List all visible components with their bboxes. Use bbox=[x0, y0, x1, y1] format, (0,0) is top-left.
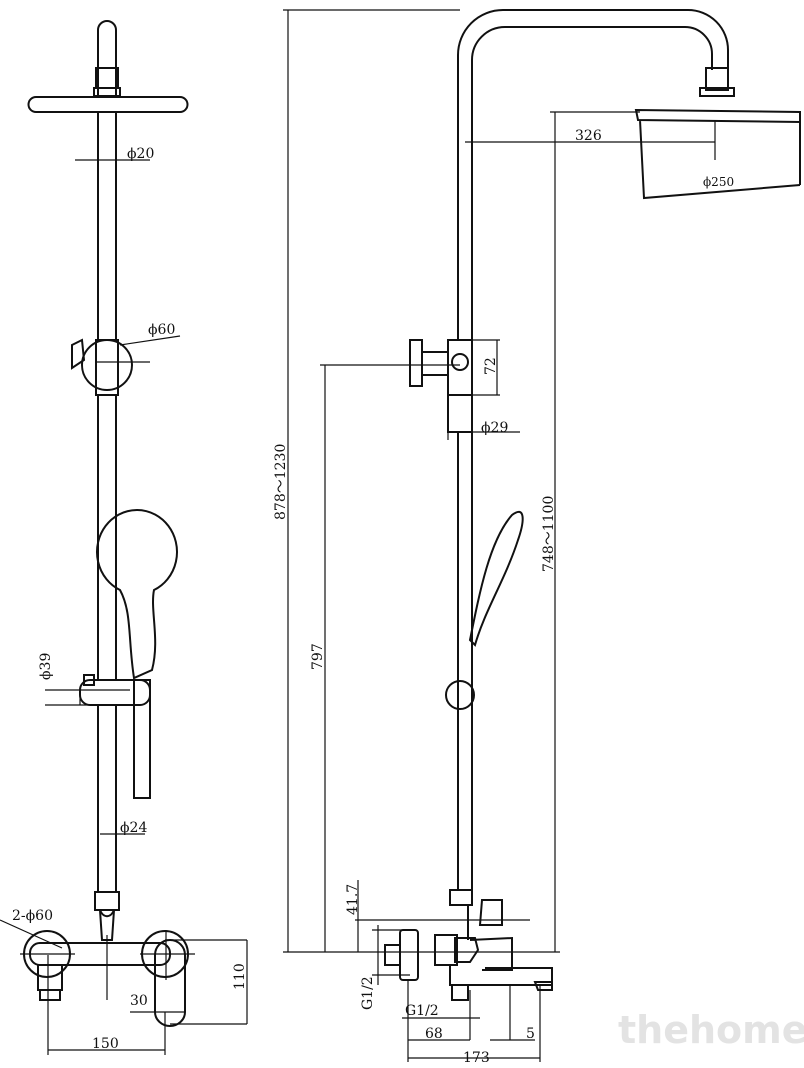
dim-total-depth: 173 bbox=[463, 1050, 490, 1066]
dim-inlet-thread: G1/2 bbox=[360, 976, 376, 1010]
dim-center-distance: 150 bbox=[92, 1036, 119, 1052]
dim-head-height: 748～1100 bbox=[541, 496, 557, 572]
hand-shower-side bbox=[468, 510, 524, 647]
front-view: ϕ20 ϕ60 ϕ39 ϕ24 2-ϕ60 110 30 150 bbox=[0, 20, 248, 1055]
shower-arm bbox=[457, 9, 729, 340]
dim-slider-dia: ϕ39 bbox=[38, 653, 54, 680]
dim-pipe-dia-side: ϕ29 bbox=[481, 420, 508, 436]
side-view: 326 ϕ250 72 ϕ29 878～1230 797 748～1100 41… bbox=[273, 9, 801, 1066]
slider bbox=[79, 679, 151, 706]
dim-outlet-thread: G1/2 bbox=[405, 1003, 439, 1019]
hand-shower bbox=[96, 509, 178, 680]
holder-screw bbox=[71, 338, 86, 370]
dim-spout-offset: 5 bbox=[526, 1026, 535, 1042]
lower-pipe bbox=[97, 705, 117, 892]
dim-holder-height: 72 bbox=[483, 357, 499, 375]
mixer-body-side bbox=[449, 936, 553, 1001]
dim-total-height: 878～1230 bbox=[273, 444, 289, 520]
mixer-flange bbox=[399, 929, 419, 981]
wall-holder bbox=[81, 339, 133, 391]
dim-lower-pipe-dia: ϕ24 bbox=[120, 820, 147, 836]
top-pipe bbox=[97, 20, 117, 95]
dim-offset: 41.7 bbox=[345, 884, 361, 915]
holder-block bbox=[447, 339, 473, 396]
dim-arm-reach: 326 bbox=[575, 128, 602, 144]
dim-handle-width: 30 bbox=[130, 993, 148, 1009]
rain-head bbox=[27, 96, 189, 113]
outlet-nut bbox=[37, 964, 63, 1001]
dim-wall-to-pipe: 68 bbox=[425, 1026, 443, 1042]
watermark: thehome bbox=[618, 1008, 804, 1052]
upper-pipe bbox=[97, 112, 117, 340]
riser-pipe bbox=[457, 432, 473, 890]
dim-pipe-dia: ϕ20 bbox=[127, 146, 154, 162]
dim-flange-dia: 2-ϕ60 bbox=[12, 908, 53, 924]
dim-head-dia: ϕ250 bbox=[703, 175, 734, 189]
slider-side bbox=[445, 680, 475, 710]
head-connector bbox=[95, 67, 119, 89]
slider-handle bbox=[133, 679, 151, 799]
holder-flange bbox=[409, 339, 423, 387]
dim-holder-dia: ϕ60 bbox=[148, 322, 175, 338]
dim-holder-to-mixer: 797 bbox=[310, 643, 326, 670]
arm-connector bbox=[705, 67, 729, 91]
dim-handle-height: 110 bbox=[232, 963, 248, 990]
